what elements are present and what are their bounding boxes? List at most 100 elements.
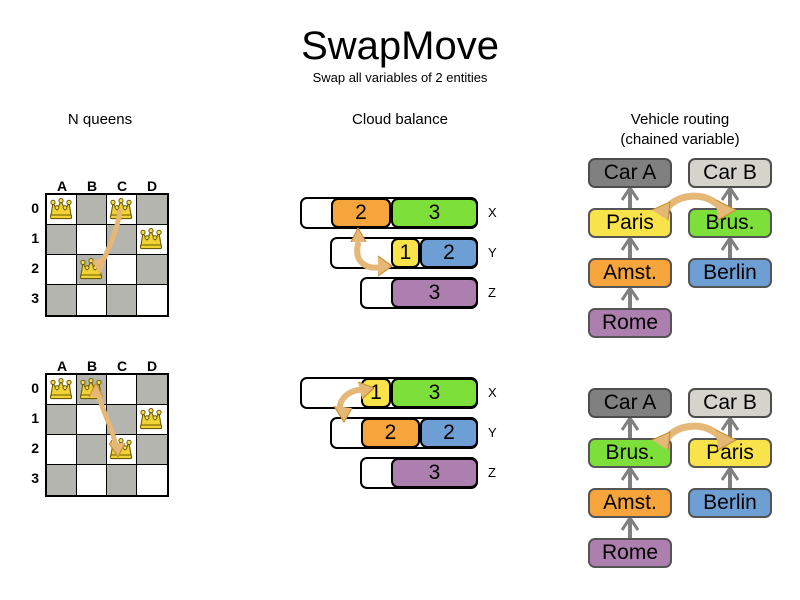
process-label: 3 bbox=[428, 461, 441, 484]
visit-berlin-after[interactable]: Berlin bbox=[688, 488, 772, 518]
visit-label: Amst. bbox=[603, 491, 657, 514]
vehicle-car-b-after[interactable]: Car B bbox=[688, 388, 772, 418]
visit-label: Rome bbox=[601, 541, 659, 564]
process-label: 2 bbox=[443, 421, 455, 444]
process-label: 3 bbox=[428, 201, 441, 224]
computer-track-x-after[interactable]: 1 3 bbox=[300, 377, 478, 409]
vehicle-label: Car B bbox=[703, 391, 757, 414]
computer-track-y-before[interactable]: 1 2 bbox=[330, 237, 478, 269]
process-x1-after[interactable]: 1 bbox=[361, 378, 391, 408]
computer-track-z-after[interactable]: 3 bbox=[360, 457, 478, 489]
board-col-label-d: D bbox=[146, 178, 158, 194]
board-col-label-d-after: D bbox=[146, 358, 158, 374]
visit-amsterdam-after[interactable]: Amst. bbox=[588, 488, 672, 518]
process-y1-after[interactable]: 2 bbox=[361, 418, 420, 448]
cell-b2-after[interactable] bbox=[77, 435, 107, 465]
process-label: 3 bbox=[428, 381, 441, 404]
cell-d3[interactable] bbox=[137, 285, 167, 315]
cell-b2[interactable] bbox=[77, 255, 107, 285]
cell-d1-after[interactable] bbox=[137, 405, 167, 435]
process-label: 2 bbox=[384, 421, 397, 444]
cell-b3[interactable] bbox=[77, 285, 107, 315]
process-label: 2 bbox=[443, 241, 455, 264]
board-row-label-2-after: 2 bbox=[31, 440, 39, 456]
process-x2-before[interactable]: 3 bbox=[391, 198, 478, 228]
section-heading-cloud-balance: Cloud balance bbox=[352, 111, 448, 128]
vehicle-car-a-after[interactable]: Car A bbox=[588, 388, 672, 418]
cell-a3-after[interactable] bbox=[47, 465, 77, 495]
visit-rome-before[interactable]: Rome bbox=[588, 308, 672, 338]
computer-track-y-after[interactable]: 2 2 bbox=[330, 417, 478, 449]
computer-label-z-before: Z bbox=[488, 285, 496, 300]
cell-c1[interactable] bbox=[107, 225, 137, 255]
cell-a0-after[interactable] bbox=[47, 375, 77, 405]
chessboard-before[interactable] bbox=[45, 193, 169, 317]
vehicle-car-a-before[interactable]: Car A bbox=[588, 158, 672, 188]
routing-heading-line2: (chained variable) bbox=[620, 131, 740, 148]
cell-b1-after[interactable] bbox=[77, 405, 107, 435]
cell-d0[interactable] bbox=[137, 195, 167, 225]
board-col-label-a-after: A bbox=[56, 358, 68, 374]
cell-b1[interactable] bbox=[77, 225, 107, 255]
cell-a3[interactable] bbox=[47, 285, 77, 315]
computer-label-x-after: X bbox=[488, 385, 497, 400]
cell-d2[interactable] bbox=[137, 255, 167, 285]
cell-d0-after[interactable] bbox=[137, 375, 167, 405]
visit-brussels-before[interactable]: Brus. bbox=[688, 208, 772, 238]
visit-label: Brus. bbox=[605, 441, 655, 464]
board-row-label-0-after: 0 bbox=[31, 380, 39, 396]
visit-brussels-after[interactable]: Brus. bbox=[588, 438, 672, 468]
process-z1-before[interactable]: 3 bbox=[391, 278, 478, 308]
computer-track-x-before[interactable]: 2 3 bbox=[300, 197, 478, 229]
process-y2-after[interactable]: 2 bbox=[420, 418, 478, 448]
cell-c2-after[interactable] bbox=[107, 435, 137, 465]
section-heading-vehicle-routing: Vehicle routing (chained variable) bbox=[600, 110, 760, 150]
computer-track-z-before[interactable]: 3 bbox=[360, 277, 478, 309]
visit-label: Rome bbox=[601, 311, 659, 334]
process-x1-before[interactable]: 2 bbox=[331, 198, 391, 228]
cell-c1-after[interactable] bbox=[107, 405, 137, 435]
board-col-label-b: B bbox=[86, 178, 98, 194]
computer-label-x-before: X bbox=[488, 205, 497, 220]
cell-d1[interactable] bbox=[137, 225, 167, 255]
visit-amsterdam-before[interactable]: Amst. bbox=[588, 258, 672, 288]
page-subtitle: Swap all variables of 2 entities bbox=[312, 70, 488, 85]
process-y1-before[interactable]: 1 bbox=[391, 238, 420, 268]
cell-c3-after[interactable] bbox=[107, 465, 137, 495]
cell-a2[interactable] bbox=[47, 255, 77, 285]
computer-label-y-before: Y bbox=[488, 245, 497, 260]
cell-b0[interactable] bbox=[77, 195, 107, 225]
visit-paris-after[interactable]: Paris bbox=[688, 438, 772, 468]
visit-berlin-before[interactable]: Berlin bbox=[688, 258, 772, 288]
visit-rome-after[interactable]: Rome bbox=[588, 538, 672, 568]
cell-c3[interactable] bbox=[107, 285, 137, 315]
computer-label-y-after: Y bbox=[488, 425, 497, 440]
board-row-label-1-after: 1 bbox=[31, 410, 39, 426]
process-z1-after[interactable]: 3 bbox=[391, 458, 478, 488]
cell-c0[interactable] bbox=[107, 195, 137, 225]
process-label: 2 bbox=[355, 201, 367, 224]
visit-label: Paris bbox=[606, 211, 654, 234]
chessboard-after[interactable] bbox=[45, 373, 169, 497]
visit-label: Amst. bbox=[603, 261, 657, 284]
board-row-label-2: 2 bbox=[31, 260, 39, 276]
board-row-label-0: 0 bbox=[31, 200, 39, 216]
cell-b3-after[interactable] bbox=[77, 465, 107, 495]
process-x2-after[interactable]: 3 bbox=[391, 378, 478, 408]
visit-paris-before[interactable]: Paris bbox=[588, 208, 672, 238]
cell-a1-after[interactable] bbox=[47, 405, 77, 435]
cell-c2[interactable] bbox=[107, 255, 137, 285]
vehicle-car-b-before[interactable]: Car B bbox=[688, 158, 772, 188]
process-label: 1 bbox=[370, 381, 382, 404]
board-row-label-1: 1 bbox=[31, 230, 39, 246]
visit-label: Berlin bbox=[703, 261, 757, 284]
cell-d2-after[interactable] bbox=[137, 435, 167, 465]
visit-label: Brus. bbox=[705, 211, 755, 234]
cell-a0[interactable] bbox=[47, 195, 77, 225]
cell-c0-after[interactable] bbox=[107, 375, 137, 405]
cell-b0-after[interactable] bbox=[77, 375, 107, 405]
cell-a2-after[interactable] bbox=[47, 435, 77, 465]
process-y2-before[interactable]: 2 bbox=[420, 238, 478, 268]
cell-d3-after[interactable] bbox=[137, 465, 167, 495]
cell-a1[interactable] bbox=[47, 225, 77, 255]
